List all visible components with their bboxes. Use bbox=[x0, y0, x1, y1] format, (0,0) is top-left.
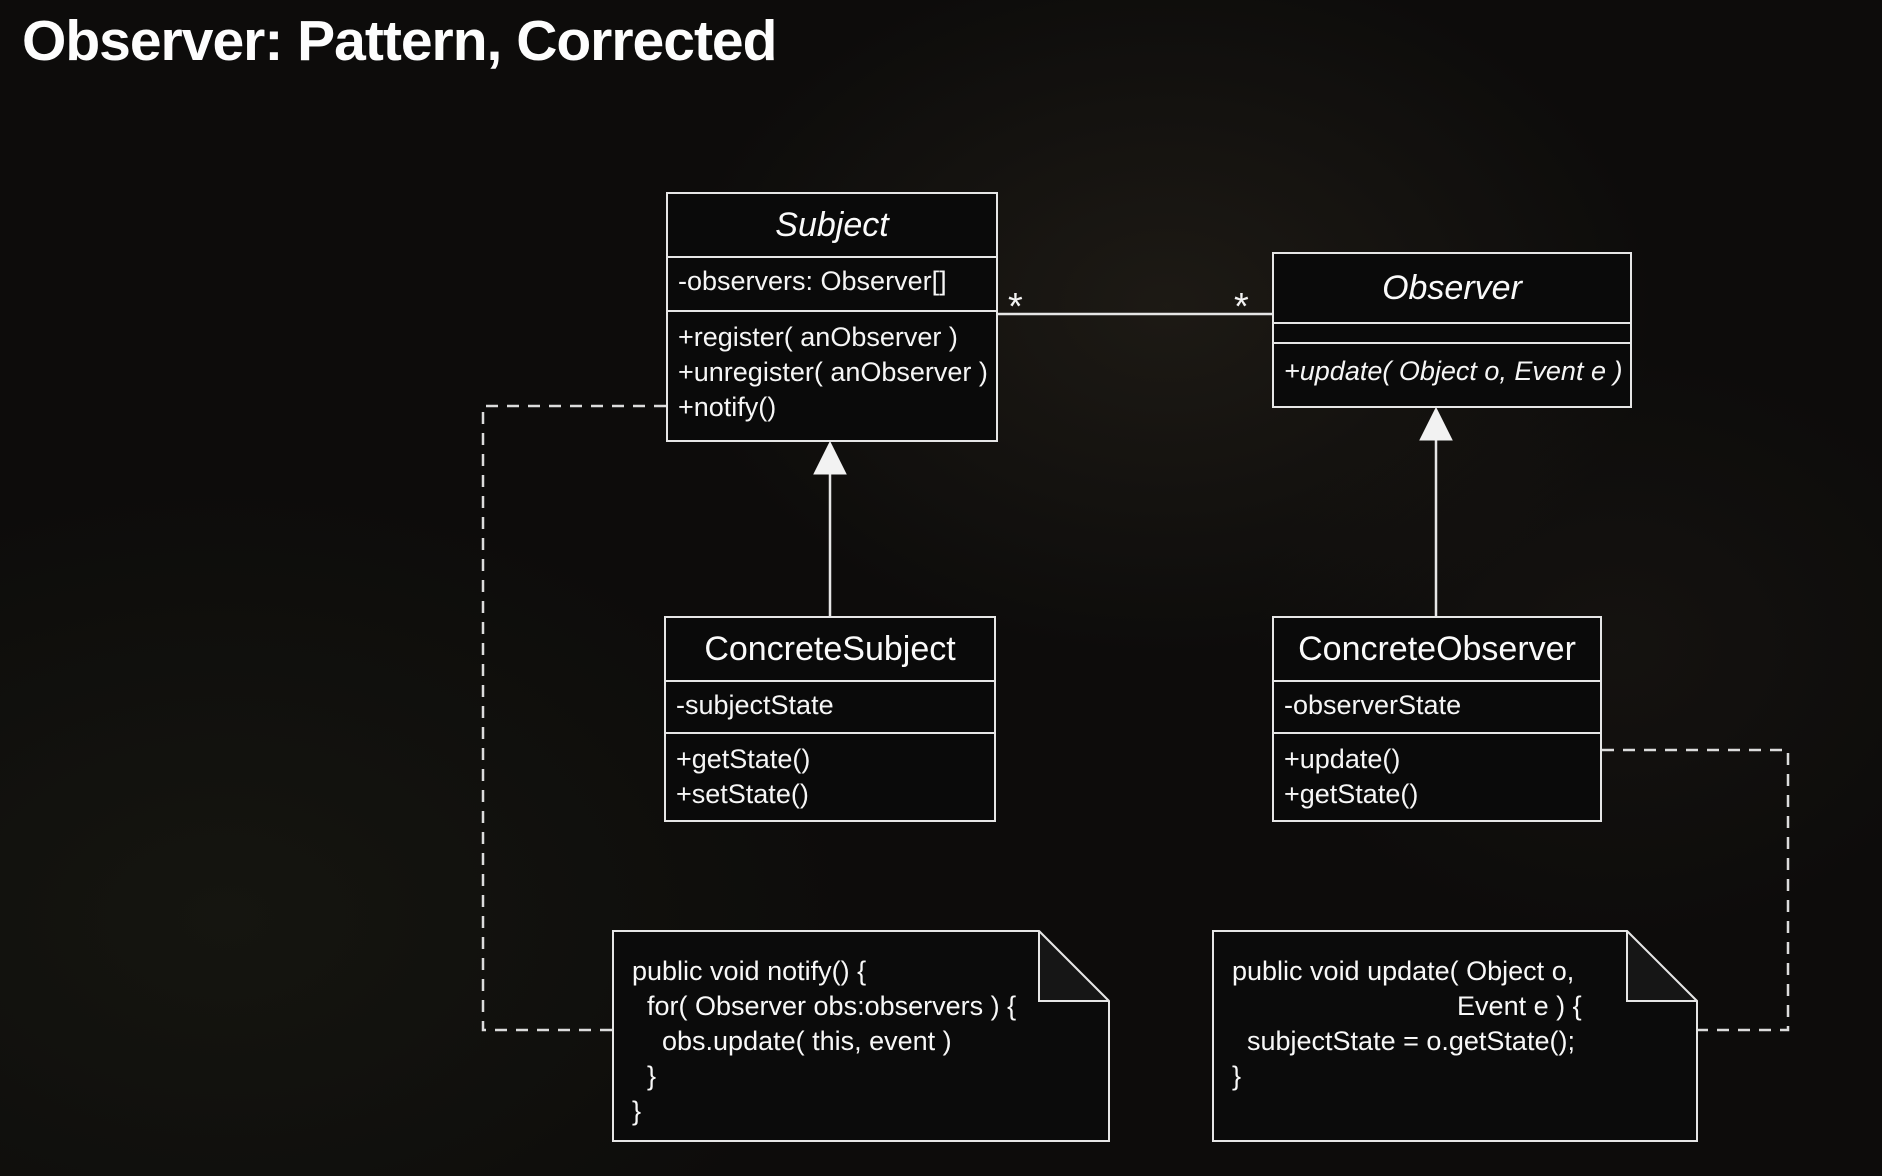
class-subject-attributes: -observers: Observer[] bbox=[668, 258, 996, 310]
code-line: Event e ) { bbox=[1232, 991, 1582, 1021]
slide-title: Observer: Pattern, Corrected bbox=[22, 9, 777, 73]
class-observer-attributes bbox=[1274, 324, 1630, 342]
code-line: subjectState = o.getState(); bbox=[1232, 1026, 1575, 1056]
method: +update( Object o, Event e ) bbox=[1284, 356, 1623, 386]
folded-corner-icon bbox=[1626, 930, 1698, 1002]
method: +notify() bbox=[678, 392, 777, 422]
note-connector-notify bbox=[481, 404, 666, 1032]
method: +register( anObserver ) bbox=[678, 322, 958, 352]
class-concrete-observer-attributes: -observerState bbox=[1274, 682, 1600, 732]
class-observer-methods: +update( Object o, Event e ) bbox=[1274, 342, 1630, 406]
note-notify-code: public void notify() { for( Observer obs… bbox=[612, 930, 1110, 1142]
class-subject-name: Subject bbox=[668, 194, 996, 258]
inheritance-arrowhead-subject bbox=[813, 440, 847, 475]
class-concrete-observer-name: ConcreteObserver bbox=[1274, 618, 1600, 682]
class-concrete-observer: ConcreteObserver -observerState +update(… bbox=[1272, 616, 1602, 822]
note-shape bbox=[1212, 930, 1698, 1142]
folded-corner-icon bbox=[1038, 930, 1110, 1002]
note-shape bbox=[612, 930, 1110, 1142]
code-line: } bbox=[1232, 1061, 1242, 1091]
attribute: -subjectState bbox=[676, 690, 834, 720]
code-line: } bbox=[632, 1061, 657, 1091]
class-observer: Observer +update( Object o, Event e ) bbox=[1272, 252, 1632, 408]
code-line: for( Observer obs:observers ) { bbox=[632, 991, 1017, 1021]
note-notify-text: public void notify() { for( Observer obs… bbox=[632, 954, 1098, 1129]
method: +getState() bbox=[1284, 779, 1419, 809]
class-concrete-subject-attributes: -subjectState bbox=[666, 682, 994, 732]
class-concrete-subject: ConcreteSubject -subjectState +getState(… bbox=[664, 616, 996, 822]
class-concrete-subject-name: ConcreteSubject bbox=[666, 618, 994, 682]
code-line: } bbox=[632, 1096, 642, 1126]
method: +unregister( anObserver ) bbox=[678, 357, 988, 387]
attribute: -observers: Observer[] bbox=[678, 266, 947, 296]
class-concrete-observer-methods: +update() +getState() bbox=[1274, 732, 1600, 820]
note-update-code: public void update( Object o, Event e ) … bbox=[1212, 930, 1698, 1142]
note-connector-update bbox=[1602, 748, 1790, 1032]
code-line: public void update( Object o, bbox=[1232, 956, 1575, 986]
method: +setState() bbox=[676, 779, 809, 809]
method: +update() bbox=[1284, 744, 1401, 774]
class-subject-methods: +register( anObserver ) +unregister( anO… bbox=[668, 310, 996, 440]
class-concrete-subject-methods: +getState() +setState() bbox=[666, 732, 994, 820]
code-line: obs.update( this, event ) bbox=[632, 1026, 952, 1056]
inheritance-arrowhead-observer bbox=[1419, 406, 1453, 441]
multiplicity-observer-end: * bbox=[1234, 286, 1249, 328]
code-line: public void notify() { bbox=[632, 956, 867, 986]
method: +getState() bbox=[676, 744, 811, 774]
class-subject: Subject -observers: Observer[] +register… bbox=[666, 192, 998, 442]
note-update-text: public void update( Object o, Event e ) … bbox=[1232, 954, 1686, 1094]
multiplicity-subject-end: * bbox=[1008, 286, 1023, 328]
class-observer-name: Observer bbox=[1274, 254, 1630, 324]
attribute: -observerState bbox=[1284, 690, 1462, 720]
